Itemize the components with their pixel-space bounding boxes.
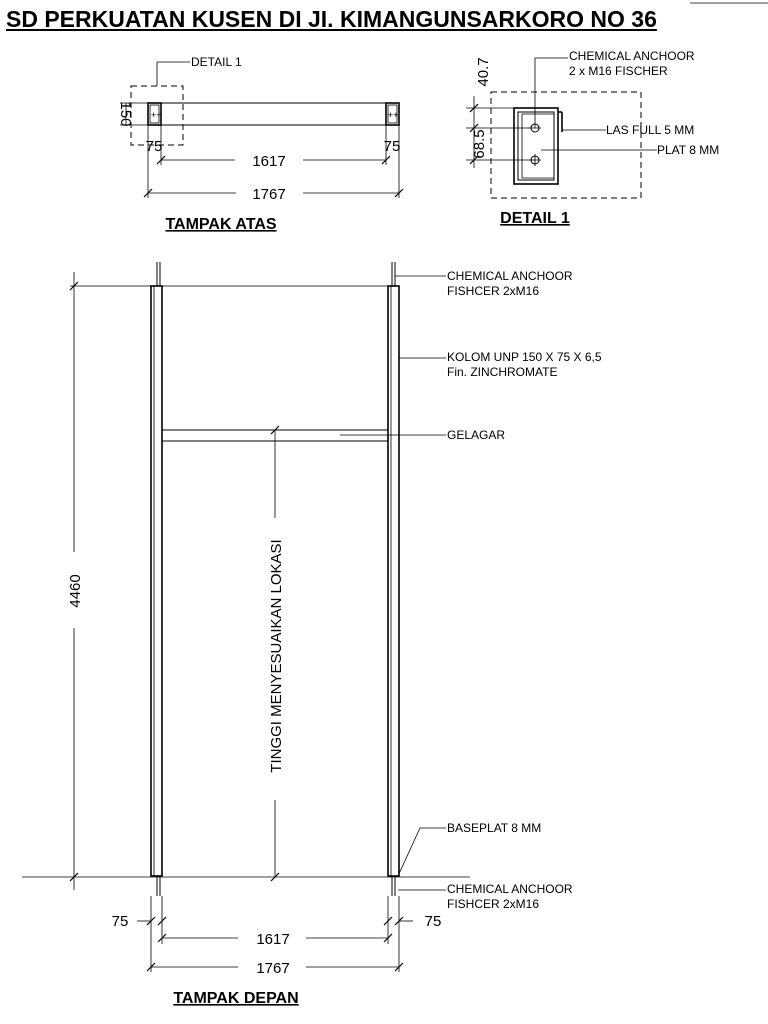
anchor-top-label-2: FISHCER 2xM16: [447, 284, 539, 298]
baseplate-label: BASEPLAT 8 MM: [447, 821, 541, 835]
front-view: 4460 TINGGI MENYESUAIKAN LOKASI CHEMICAL…: [22, 262, 602, 1007]
tick: [469, 155, 479, 165]
tick: [383, 916, 393, 926]
column-label-2: Fin. ZINCHROMATE: [447, 365, 557, 379]
top-view: ++ ++ DETAIL 1 150 75 75 1617 1767: [117, 55, 404, 233]
top-left-column-inner: [149, 104, 160, 124]
tick: [146, 962, 156, 972]
tick: [469, 103, 479, 113]
top-right-column-inner: [387, 104, 398, 124]
top-left-bolts: ++: [151, 110, 162, 120]
dim-150: 150: [117, 101, 134, 126]
dim-4460: 4460: [67, 574, 84, 607]
right-column: [387, 285, 400, 877]
tick: [157, 916, 167, 926]
left-column: [150, 285, 163, 877]
top-beam-outline: [147, 102, 400, 126]
top-left-column: [147, 102, 162, 126]
top-right-column: [385, 102, 400, 126]
tick: [69, 281, 79, 291]
tick: [381, 155, 391, 165]
tick: [157, 933, 167, 943]
detail-plate-label: PLAT 8 MM: [657, 143, 719, 157]
tick: [270, 872, 280, 882]
tick: [146, 916, 156, 926]
dim-75-left: 75: [146, 138, 163, 155]
detail-anchor-label-1: CHEMICAL ANCHOOR: [569, 49, 695, 63]
anchor-bottom-label-2: FISHCER 2xM16: [447, 897, 539, 911]
top-view-label: TAMPAK ATAS: [165, 216, 276, 233]
tick: [394, 962, 404, 972]
dim-68-5: 68.5: [471, 129, 488, 158]
dim-75-right: 75: [384, 138, 401, 155]
tick: [143, 188, 153, 198]
detail-dashed-frame: [490, 91, 642, 199]
beam-label: GELAGAR: [447, 428, 505, 442]
detail-callout-label: DETAIL 1: [191, 55, 242, 69]
dim-1767: 1767: [256, 960, 289, 977]
dim-75-left: 75: [112, 913, 129, 930]
sheet-title: SD PERKUATAN KUSEN DI JI. KIMANGUNSARKOR…: [6, 6, 657, 32]
tick: [394, 916, 404, 926]
detail-view-label: DETAIL 1: [500, 210, 570, 227]
anchor-top-label-1: CHEMICAL ANCHOOR: [447, 269, 573, 283]
top-right-bolts: ++: [388, 110, 399, 120]
tick: [69, 872, 79, 882]
front-view-label: TAMPAK DEPAN: [173, 990, 298, 1007]
dim-75-right: 75: [425, 913, 442, 930]
dim-40-7: 40.7: [475, 57, 492, 86]
tick: [383, 933, 393, 943]
tick: [156, 155, 166, 165]
height-note: TINGGI MENYESUAIKAN LOKASI: [268, 539, 285, 772]
baseplate-leader: [397, 827, 446, 877]
dim-1767: 1767: [252, 186, 285, 203]
detail-channel-outer: [517, 111, 555, 181]
detail-1: CHEMICAL ANCHOOR 2 x M16 FISCHER LAS FUL…: [466, 49, 719, 227]
dim-1617: 1617: [252, 153, 285, 170]
detail-anchor-label-2: 2 x M16 FISCHER: [569, 64, 668, 78]
anchor-bottom-label-1: CHEMICAL ANCHOOR: [447, 882, 573, 896]
column-label-1: KOLOM UNP 150 X 75 X 6,5: [447, 350, 602, 364]
tick: [469, 123, 479, 133]
tick: [394, 188, 404, 198]
detail-weld-label: LAS FULL 5 MM: [606, 123, 694, 137]
dim-1617: 1617: [256, 931, 289, 948]
tick: [270, 425, 280, 435]
detail-channel-inner: [521, 113, 554, 179]
detail-plate: [513, 107, 559, 185]
